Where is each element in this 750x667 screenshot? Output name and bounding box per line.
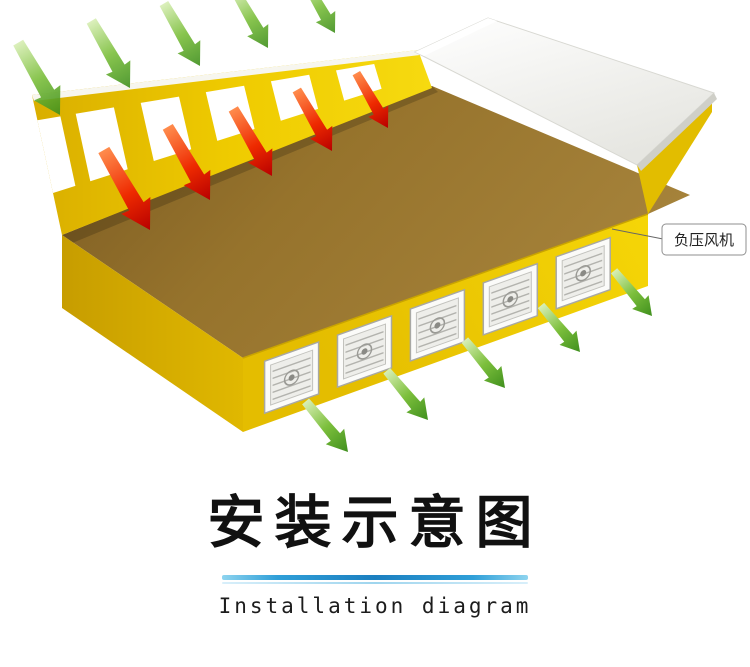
exhaust-fan-icon bbox=[336, 314, 393, 389]
building-floor bbox=[62, 86, 690, 358]
airflow-out-arrow-icon bbox=[296, 393, 358, 460]
right-gable-wall bbox=[637, 95, 712, 214]
exhaust-fan-icon bbox=[555, 236, 611, 310]
airflow-in-arrow-icon bbox=[79, 13, 143, 96]
page-subtitle: Installation diagram bbox=[218, 594, 532, 619]
underline-sub bbox=[222, 582, 528, 585]
fan-callout: 负压风机 bbox=[611, 223, 747, 256]
left-front-wall bbox=[62, 235, 243, 432]
fan-wall-top-edge bbox=[242, 213, 649, 359]
page-title: 安装示意图 bbox=[207, 490, 543, 556]
exhaust-fans bbox=[263, 236, 611, 415]
callout-leader-line bbox=[611, 228, 664, 240]
building-3d-illustration: 负压风机 bbox=[5, 0, 747, 460]
underline-main bbox=[222, 575, 528, 581]
exhaust-fan-icon bbox=[409, 288, 466, 363]
callout-box bbox=[661, 223, 747, 256]
airflow-out-arrow-icon bbox=[377, 363, 437, 428]
installation-diagram: 负压风机 bbox=[5, 0, 747, 460]
airflow-in-arrow-icon bbox=[152, 0, 212, 73]
roof bbox=[413, 17, 717, 171]
airflow-in-arrow-icon bbox=[294, 0, 345, 39]
exhaust-fan-icon bbox=[263, 340, 320, 415]
exhaust-fan-icon bbox=[482, 262, 539, 336]
floor-shadow bbox=[62, 86, 438, 244]
fan-label: 负压风机 bbox=[674, 231, 734, 249]
airflow-in-arrow-icon bbox=[224, 0, 279, 55]
title-underline bbox=[222, 575, 528, 585]
title-block: 安装示意图 Installation diagram bbox=[0, 478, 750, 618]
